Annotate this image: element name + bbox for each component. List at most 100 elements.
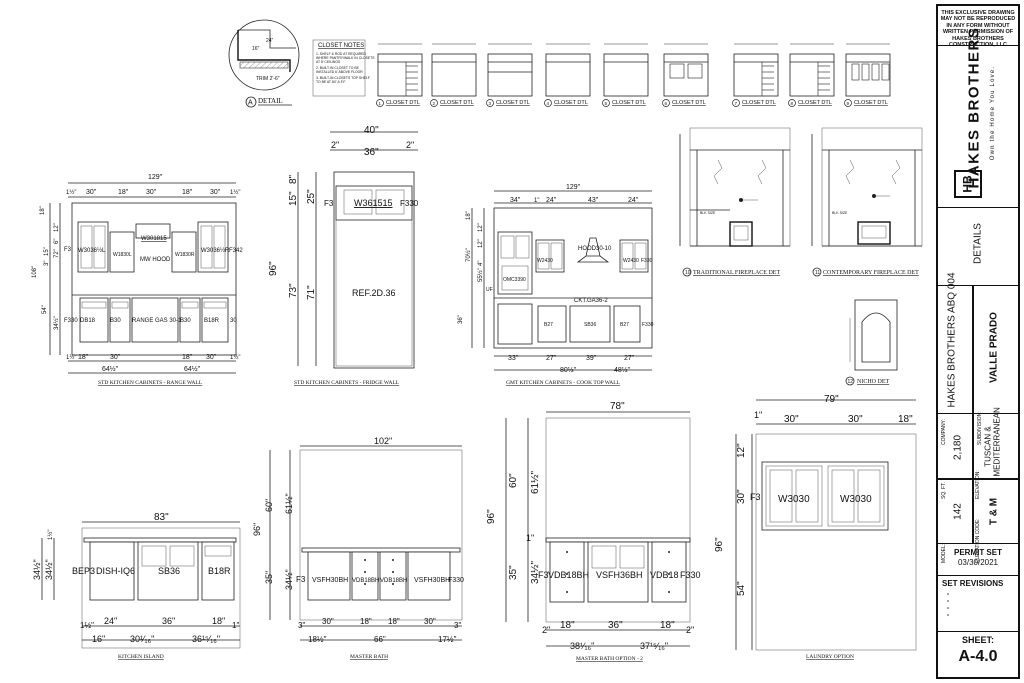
- sqft-value: 2,180: [952, 434, 964, 461]
- contemporary-fireplace-detail: BLK SIZE 11 CONTEMPORARY FIREPLACE DET: [811, 127, 923, 277]
- dim: 18": [182, 354, 193, 361]
- notice-line: CONSTRUCTION, LLC: [948, 42, 1008, 49]
- dim: 12": [736, 443, 747, 458]
- elevation-line-1: TUSCAN &: [983, 426, 993, 467]
- sheet-label: SHEET:: [961, 635, 994, 645]
- closet-bin: [871, 63, 880, 81]
- dim: 96": [268, 261, 279, 276]
- mb-overall-dim: 102": [374, 436, 392, 446]
- cabinet-label: W1830L: [113, 252, 132, 258]
- dim: 36": [458, 315, 464, 324]
- dim: 30": [110, 354, 121, 361]
- dim: 60": [264, 499, 274, 512]
- niche-title: NICHO DET: [857, 379, 889, 385]
- island-overall-dim: 83": [154, 512, 169, 523]
- cabinet-label: B18R: [208, 566, 231, 576]
- closet-title: CLOSET DTL: [496, 100, 530, 106]
- company-name: HAKES BROTHERS ABQ 004: [946, 272, 958, 408]
- dim: 96": [714, 537, 725, 552]
- cabinet-label: W361515: [354, 198, 393, 208]
- dim: 3": [44, 261, 50, 266]
- laundry-overall-dim: 79": [824, 394, 839, 405]
- dim: 73": [288, 283, 299, 298]
- dim: 18": [212, 616, 225, 626]
- dim: 55½": [477, 268, 484, 282]
- detail-a-dim-3: TRIM 2'-6": [256, 76, 280, 82]
- dim: 1½": [230, 189, 240, 196]
- dim: 71": [306, 285, 317, 300]
- specs-cell: SQ. FT. 2,180 ELEVATION: TUSCAN & MEDITE…: [938, 407, 1018, 563]
- master-bath-2-title: MASTER BATH OPTION - 2: [576, 656, 643, 662]
- cabinet-label: W3036½R: [201, 247, 230, 254]
- dim: 27": [624, 355, 635, 362]
- cabinet-label: F3: [324, 199, 334, 208]
- brand-name: HAKES BROTHERS: [965, 26, 983, 189]
- drawing-canvas: .ln { stroke: #222; stroke-width: 0.8; f…: [32, 19, 923, 662]
- niche-tag: 12: [848, 379, 854, 385]
- cabinet-label: F330: [680, 570, 701, 580]
- closet-elevation: [845, 53, 891, 97]
- closet-tag-circle: [662, 99, 670, 107]
- svg-text:BLK SIZE: BLK SIZE: [832, 211, 848, 215]
- closet-title: CLOSET DTL: [672, 100, 706, 106]
- fridge-label: REF.2D.36: [352, 288, 396, 298]
- company-cell: COMPANY: HAKES BROTHERS ABQ 004 SUBDIVIS…: [938, 272, 1018, 445]
- dim: 61½": [530, 471, 541, 494]
- dim: 30": [784, 414, 799, 425]
- cabinet-label: MW HOOD: [140, 257, 171, 263]
- cabinet-label: F342: [229, 248, 243, 254]
- closet-bin: [861, 63, 870, 81]
- title-block: THIS EXCLUSIVE DRAWING MAY NOT BE REPROD…: [936, 4, 1020, 679]
- dim: 1": [232, 621, 239, 630]
- dim: 18": [388, 617, 400, 626]
- notice-line: IN ANY FORM WITHOUT: [946, 22, 1010, 29]
- closet-note-line: TO BE AT 84" A.F.F.: [316, 80, 346, 84]
- cabinet-label: RANGE GAS 30-1: [132, 318, 182, 324]
- closet-tag-circle: [544, 99, 552, 107]
- cabinet-label: F3: [64, 247, 72, 253]
- hb-logo-mark: HB: [954, 170, 982, 198]
- closet-note-line: 3. BUILT-IN CLOSETS TOP SHELF: [316, 76, 370, 80]
- dim: 34½": [32, 559, 42, 580]
- cabinet-label: B30: [180, 318, 191, 324]
- cabinet-label: VDB18BH: [380, 578, 407, 584]
- dim: 61½": [284, 493, 294, 514]
- closet-tag: 6: [665, 101, 668, 106]
- dim: 1½": [47, 530, 54, 540]
- cabinet-label: W301815: [141, 236, 167, 242]
- dim: 38¹⁄₁₆": [570, 641, 594, 651]
- closet-bin: [851, 63, 860, 81]
- dim: 30": [86, 189, 97, 196]
- dim: 18": [466, 211, 472, 220]
- traditional-fireplace-detail: BLK SIZE 10 TRADITIONAL FIREPLACE DET: [679, 127, 791, 277]
- dim: 30": [322, 617, 334, 626]
- dim: 18": [360, 617, 372, 626]
- dim: 36¹⁵⁄₁₆": [192, 634, 220, 644]
- closet-tag-circle: [430, 99, 438, 107]
- closet-tag-circle: [844, 99, 852, 107]
- fridge-wall-title: STD KITCHEN CABINETS - FRIDGE WALL: [294, 380, 400, 386]
- dim: 64½": [184, 365, 201, 373]
- dim: 15": [288, 191, 299, 206]
- dim: 34½": [53, 316, 60, 330]
- dim: 64½": [102, 365, 119, 373]
- svg-text:BLK SIZE: BLK SIZE: [700, 211, 716, 215]
- dim: 18": [40, 206, 46, 215]
- detail-a-dim-1: 16": [252, 46, 260, 52]
- closet-title: CLOSET DTL: [440, 100, 474, 106]
- dim: 37¹⁵⁄₁₆": [640, 641, 668, 651]
- permit-set: PERMIT SET: [953, 548, 1002, 557]
- dim: 30": [210, 189, 221, 196]
- cabinet-label: F330: [642, 322, 654, 328]
- closet-note-line: 2. BUILT-IN CLOSET TO BE: [316, 66, 360, 70]
- dim: 1½": [66, 189, 76, 196]
- cabinet-label: F3: [750, 492, 761, 502]
- cabinet-label: F330: [400, 199, 419, 208]
- cook-overall-dim: 129": [566, 184, 581, 191]
- cabinet-label: SB36: [584, 322, 596, 328]
- closet-note-line: 1. SHELF & ROD AT REQUIRED: [316, 52, 367, 56]
- dim: 2": [686, 625, 694, 635]
- dim: 34½": [44, 559, 54, 580]
